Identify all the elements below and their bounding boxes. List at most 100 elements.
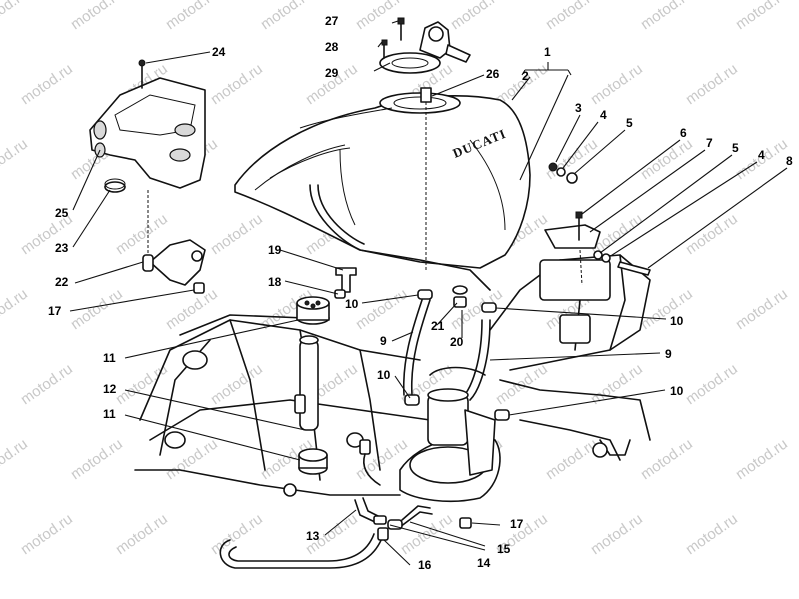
watermark-text: motod.ru: [588, 510, 646, 558]
callout-5: 5: [732, 141, 739, 155]
watermark-text: motod.ru: [18, 510, 76, 558]
callout-15: 15: [497, 542, 511, 556]
callout-14: 14: [477, 556, 491, 570]
callout-10: 10: [345, 297, 359, 311]
watermark-text: motod.ru: [208, 360, 266, 408]
mounting-bracket: [142, 190, 206, 286]
callout-10: 10: [670, 384, 684, 398]
watermark-text: motod.ru: [638, 0, 696, 33]
callout-10: 10: [670, 314, 684, 328]
watermark-text: motod.ru: [0, 0, 31, 33]
callout-7: 7: [706, 136, 713, 150]
watermark-text: motod.ru: [683, 360, 741, 408]
filler-cap-assembly: [379, 17, 471, 74]
hose-fitting: [452, 285, 468, 308]
watermark-text: motod.ru: [543, 435, 601, 483]
breather-hose: [309, 184, 491, 401]
callout-27: 27: [325, 14, 339, 28]
callout-24: 24: [212, 45, 226, 59]
watermark-text: motod.ru: [208, 510, 266, 558]
tank-vent-fitting: [420, 87, 432, 270]
callout-16: 16: [418, 558, 432, 572]
watermark-text: motod.ru: [0, 285, 31, 333]
watermark-text: motod.ru: [18, 60, 76, 108]
watermark-text: motod.ru: [683, 510, 741, 558]
watermark-text: motod.ru: [208, 60, 266, 108]
hose-clamp: [494, 409, 510, 421]
fuel-pump-assembly: [359, 366, 501, 503]
watermark-text: motod.ru: [113, 510, 171, 558]
nut: [459, 517, 472, 529]
callout-25: 25: [55, 206, 69, 220]
watermark-text: motod.ru: [683, 210, 741, 258]
callout-3: 3: [575, 101, 582, 115]
callout-10: 10: [377, 368, 391, 382]
watermark-text: motod.ru: [68, 285, 126, 333]
watermark-text: motod.ru: [258, 0, 316, 33]
callout-26: 26: [486, 67, 500, 81]
watermark-text: motod.ru: [163, 285, 221, 333]
watermark-text: motod.ru: [683, 60, 741, 108]
washer-set-upper: [548, 162, 578, 184]
watermark-text: motod.ru: [448, 0, 506, 33]
watermark-text: motod.ru: [733, 435, 791, 483]
callout-17: 17: [510, 517, 524, 531]
watermark-text: motod.ru: [543, 0, 601, 33]
fuel-filter: [294, 335, 319, 431]
fuel-tank: DUCATI: [234, 92, 531, 269]
watermark-text: motod.ru: [353, 0, 411, 33]
watermark-text: motod.ru: [208, 210, 266, 258]
watermark-text: motod.ru: [18, 360, 76, 408]
callout-23: 23: [55, 241, 69, 255]
watermark-text: motod.ru: [68, 0, 126, 33]
leader-lines: [69, 20, 788, 566]
watermark-text: motod.ru: [163, 0, 221, 33]
callout-11: 11: [103, 407, 116, 421]
watermark-layer: motod.ru motod.ru motod.ru motod.ru motod.ru…: [0, 0, 791, 558]
rubber-grommet: [104, 178, 126, 193]
callout-8: 8: [786, 154, 793, 168]
hose-clamp: [481, 302, 497, 313]
motorcycle-frame: [134, 254, 651, 497]
callout-2: 2: [522, 69, 529, 83]
tank-rear-bracket: [544, 211, 651, 286]
callout-9: 9: [665, 347, 672, 361]
callout-19: 19: [268, 243, 282, 257]
callout-17: 17: [48, 304, 62, 318]
callout-4: 4: [600, 108, 607, 122]
fuel-filter-cap: [296, 296, 330, 325]
callout-22: 22: [55, 275, 69, 289]
callout-5: 5: [626, 116, 633, 130]
watermark-text: motod.ru: [353, 285, 411, 333]
watermark-text: motod.ru: [638, 435, 696, 483]
callout-1: 1: [544, 45, 551, 59]
callout-11: 11: [103, 351, 116, 365]
watermark-text: motod.ru: [68, 435, 126, 483]
callout-6: 6: [680, 126, 687, 140]
t-fitting: [334, 267, 357, 299]
watermark-text: motod.ru: [0, 435, 31, 483]
watermark-text: motod.ru: [733, 0, 791, 33]
watermark-text: motod.ru: [588, 60, 646, 108]
callout-18: 18: [268, 275, 282, 289]
callout-9: 9: [380, 334, 387, 348]
watermark-text: motod.ru: [638, 135, 696, 183]
callout-20: 20: [450, 335, 464, 349]
hose-clamp: [417, 289, 433, 300]
callout-12: 12: [103, 382, 117, 396]
rubber-grommet-lower: [298, 448, 328, 475]
nut: [193, 282, 205, 294]
callout-29: 29: [325, 66, 339, 80]
tank-rear-cover: [89, 59, 206, 189]
callout-4: 4: [758, 148, 765, 162]
callout-28: 28: [325, 40, 339, 54]
callout-labels: 1 2 3 4 5 6 7 5 4 8 9 9 10 10 10 10 11 1…: [48, 14, 793, 572]
watermark-text: motod.ru: [733, 285, 791, 333]
callout-13: 13: [306, 529, 320, 543]
callout-21: 21: [431, 319, 445, 333]
hose-clamp: [404, 394, 420, 406]
watermark-text: motod.ru: [638, 285, 696, 333]
watermark-text: motod.ru: [0, 135, 31, 183]
fuel-line-lower: [219, 497, 433, 569]
